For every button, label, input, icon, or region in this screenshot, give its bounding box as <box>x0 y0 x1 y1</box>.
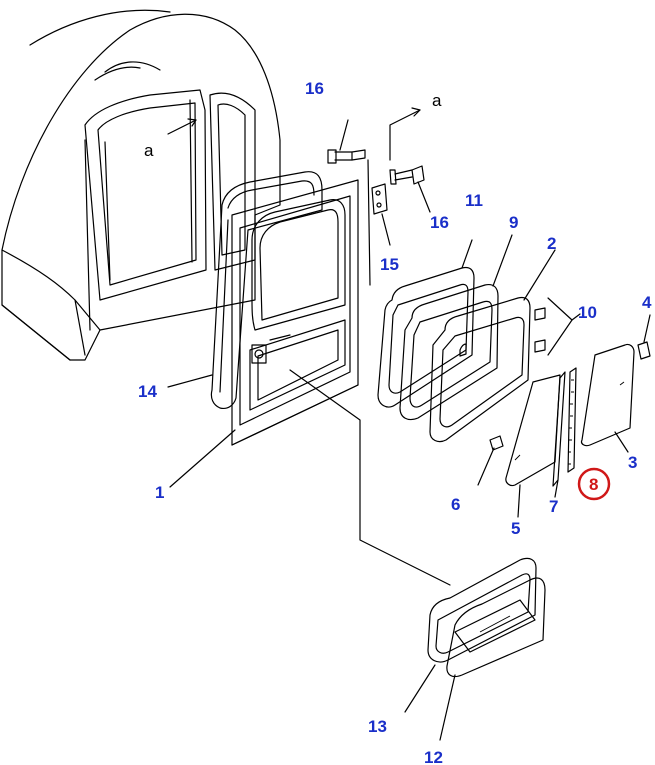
callout-labels: 16 16 15 11 9 2 10 4 14 3 1 6 7 5 13 12 <box>138 79 652 765</box>
callout-15: 15 <box>380 255 399 274</box>
clip-6 <box>477 435 504 486</box>
clips-10 <box>534 297 581 356</box>
reference-a-right: a <box>432 91 442 110</box>
clip-4 <box>637 314 651 360</box>
glass-3 <box>580 343 635 453</box>
callout-16-right: 16 <box>430 213 449 232</box>
callout-5: 5 <box>511 519 520 538</box>
callout-9: 9 <box>509 213 518 232</box>
connection-line <box>289 369 451 586</box>
highlighted-callout-8[interactable]: 8 <box>577 467 611 501</box>
glass-12 <box>439 577 546 741</box>
callout-11: 11 <box>465 191 483 210</box>
door-seal <box>210 171 323 410</box>
door-panel <box>231 179 359 446</box>
callout-10: 10 <box>578 303 597 322</box>
seal-9 <box>399 234 513 421</box>
strip-8 <box>567 367 577 473</box>
callout-14: 14 <box>138 382 157 401</box>
callout-12: 12 <box>424 748 443 765</box>
callout-13: 13 <box>368 717 387 736</box>
hinge-assembly <box>327 119 431 286</box>
seal-11 <box>377 239 475 408</box>
reference-arrow-left: a <box>144 118 197 160</box>
callout-1: 1 <box>155 483 164 502</box>
cab-body <box>1 9 281 361</box>
leaders-1-14 <box>167 374 236 488</box>
runner-7 <box>552 371 566 498</box>
callout-6: 6 <box>451 495 460 514</box>
callout-8: 8 <box>589 475 598 494</box>
seal-13 <box>404 557 537 713</box>
callout-7: 7 <box>549 497 558 516</box>
frame-2 <box>429 249 556 443</box>
reference-arrow-right: a <box>389 91 442 161</box>
reference-a-left: a <box>144 141 154 160</box>
callout-16-top: 16 <box>305 79 324 98</box>
glass-5 <box>505 374 561 518</box>
callout-3: 3 <box>628 453 637 472</box>
highlight-circle <box>577 467 611 501</box>
callout-4: 4 <box>642 293 652 312</box>
callout-2: 2 <box>547 234 556 253</box>
